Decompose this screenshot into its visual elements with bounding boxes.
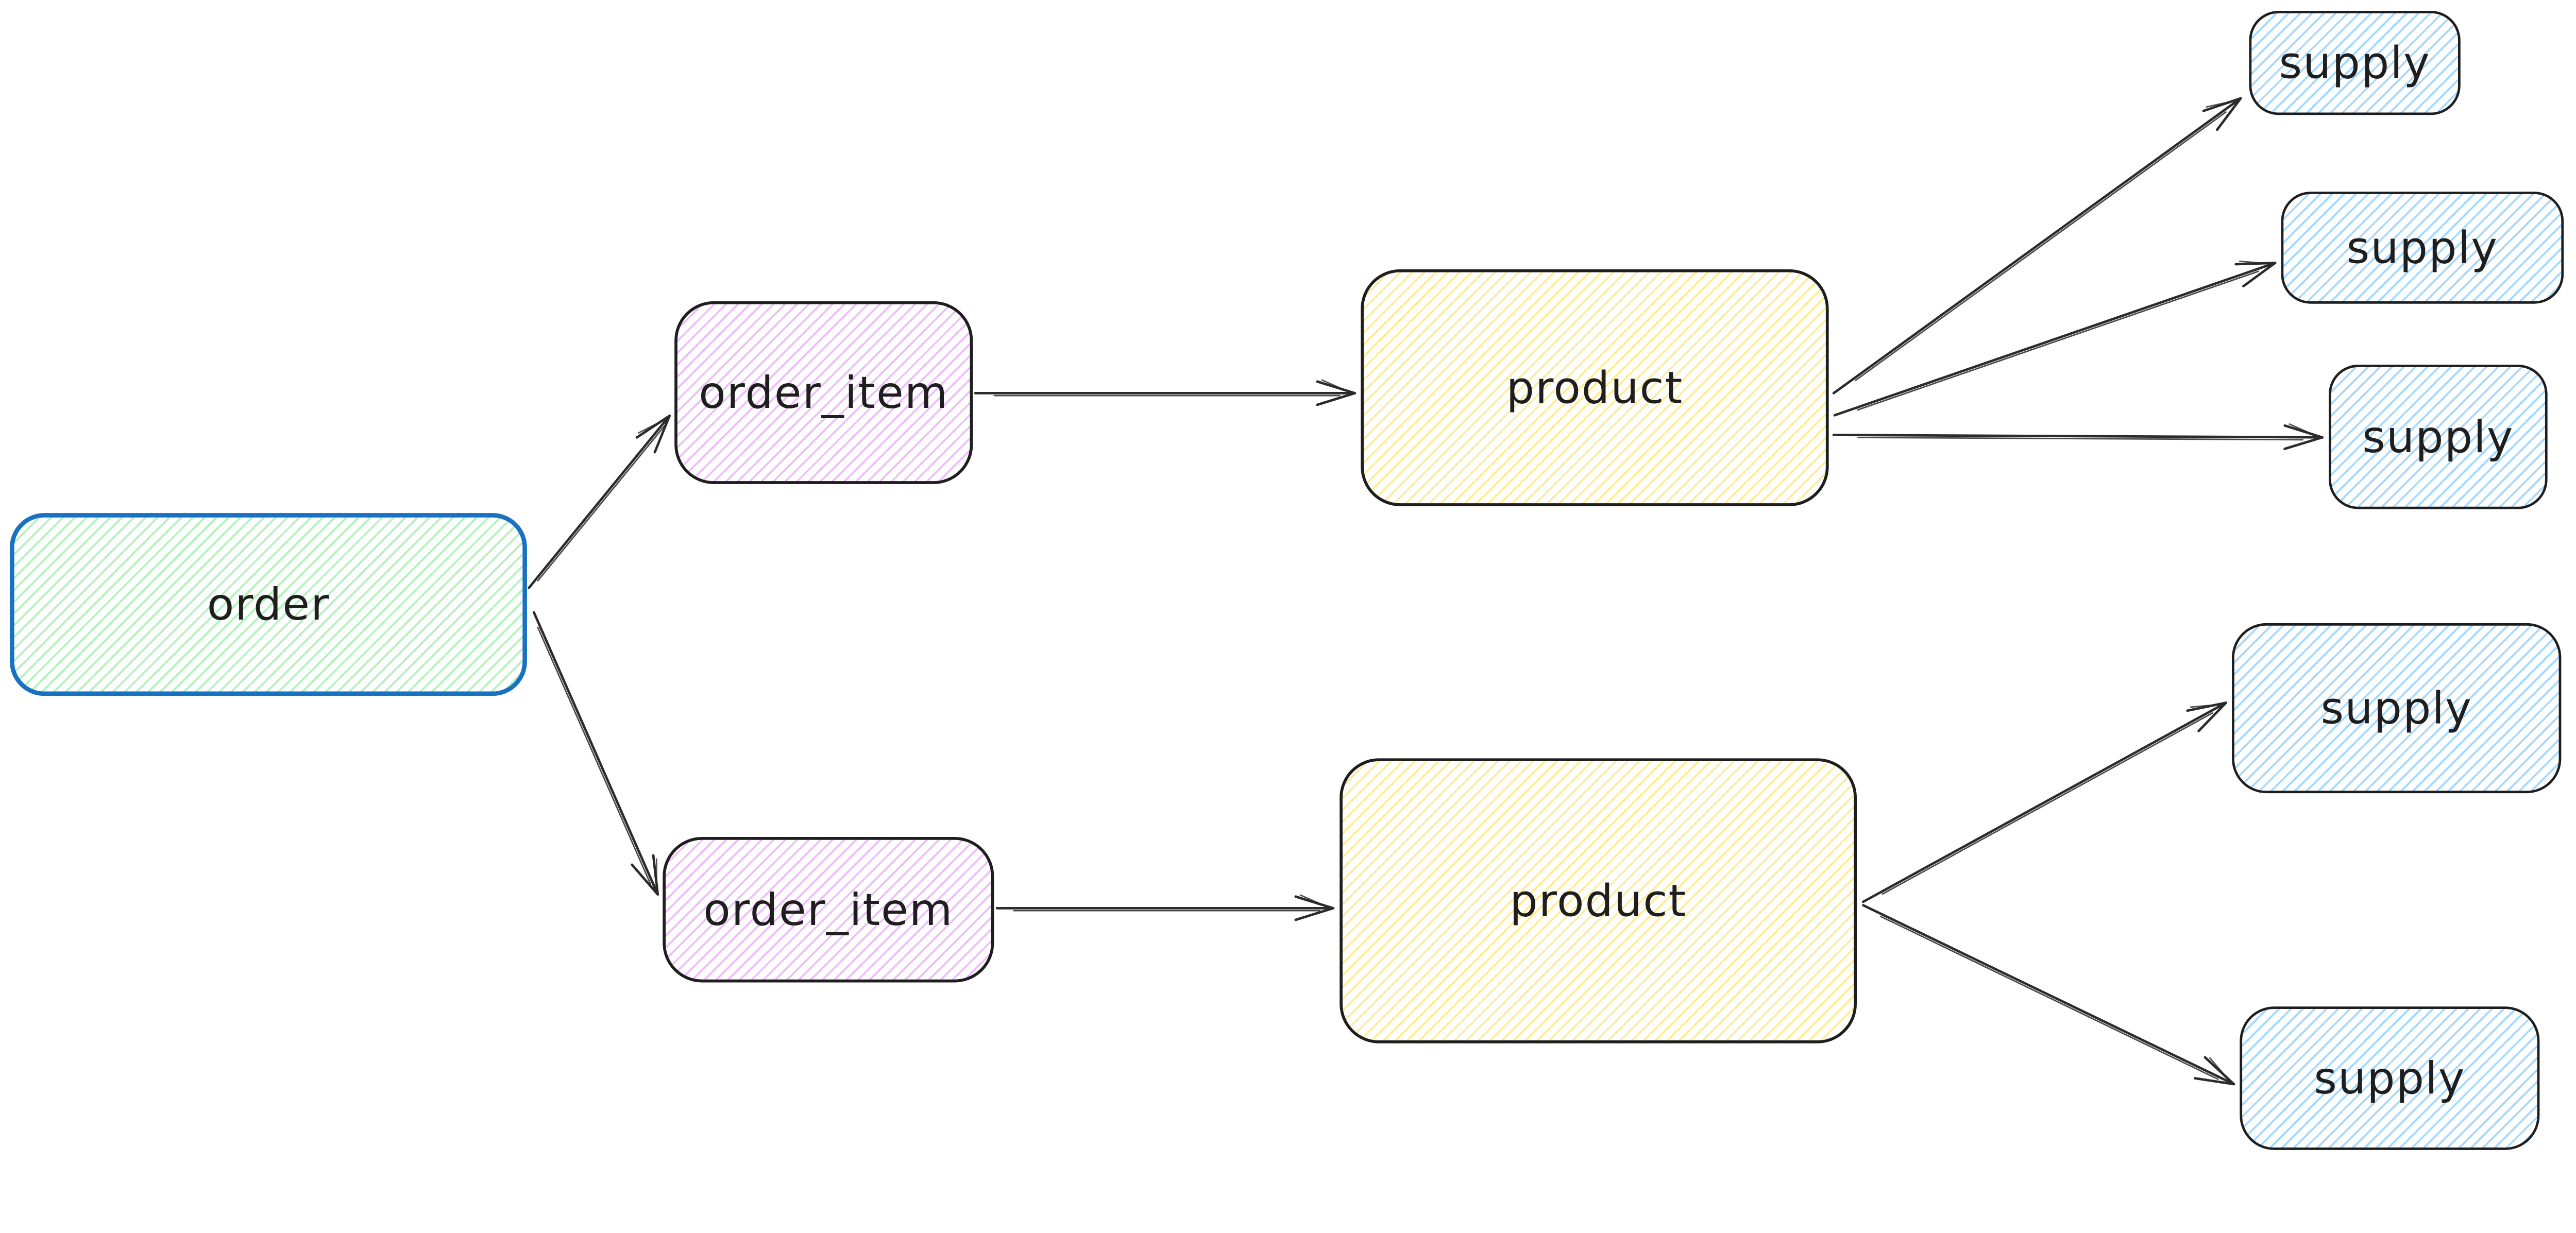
node-label: product [1506, 362, 1684, 414]
edge-product_1-to-supply_1[interactable] [1832, 97, 2242, 395]
edge-product_2-to-supply_5[interactable] [1862, 904, 2235, 1086]
node-supply_5[interactable]: supply [2240, 1006, 2540, 1150]
node-label: order [207, 578, 330, 630]
edge-product_1-to-supply_2[interactable] [1833, 260, 2277, 417]
node-label: order_item [703, 884, 954, 936]
node-supply_2[interactable]: supply [2281, 192, 2564, 304]
edge-order_item_1-to-product_1[interactable] [974, 379, 1357, 406]
edge-product_2-to-supply_4[interactable] [1862, 701, 2227, 903]
node-supply_3[interactable]: supply [2329, 365, 2548, 509]
node-label: supply [2320, 682, 2472, 734]
node-label: supply [2346, 221, 2498, 274]
edge-order-to-order_item_1[interactable] [528, 414, 671, 589]
node-label: supply [2362, 411, 2514, 463]
edge-product_1-to-supply_3[interactable] [1832, 423, 2324, 450]
node-product_1[interactable]: product [1361, 269, 1829, 506]
node-order_item_2[interactable]: order_item [663, 837, 994, 983]
node-product_2[interactable]: product [1340, 758, 1857, 1043]
node-order[interactable]: order [10, 513, 527, 696]
edge-order_item_2-to-product_2[interactable] [995, 894, 1335, 921]
node-label: supply [2314, 1052, 2466, 1104]
node-supply_4[interactable]: supply [2232, 623, 2562, 794]
edge-order-to-order_item_2[interactable] [532, 611, 659, 896]
node-order_item_1[interactable]: order_item [674, 301, 973, 484]
node-label: product [1510, 875, 1687, 927]
node-label: order_item [699, 367, 949, 419]
node-label: supply [2279, 37, 2431, 89]
node-supply_1[interactable]: supply [2249, 10, 2461, 115]
